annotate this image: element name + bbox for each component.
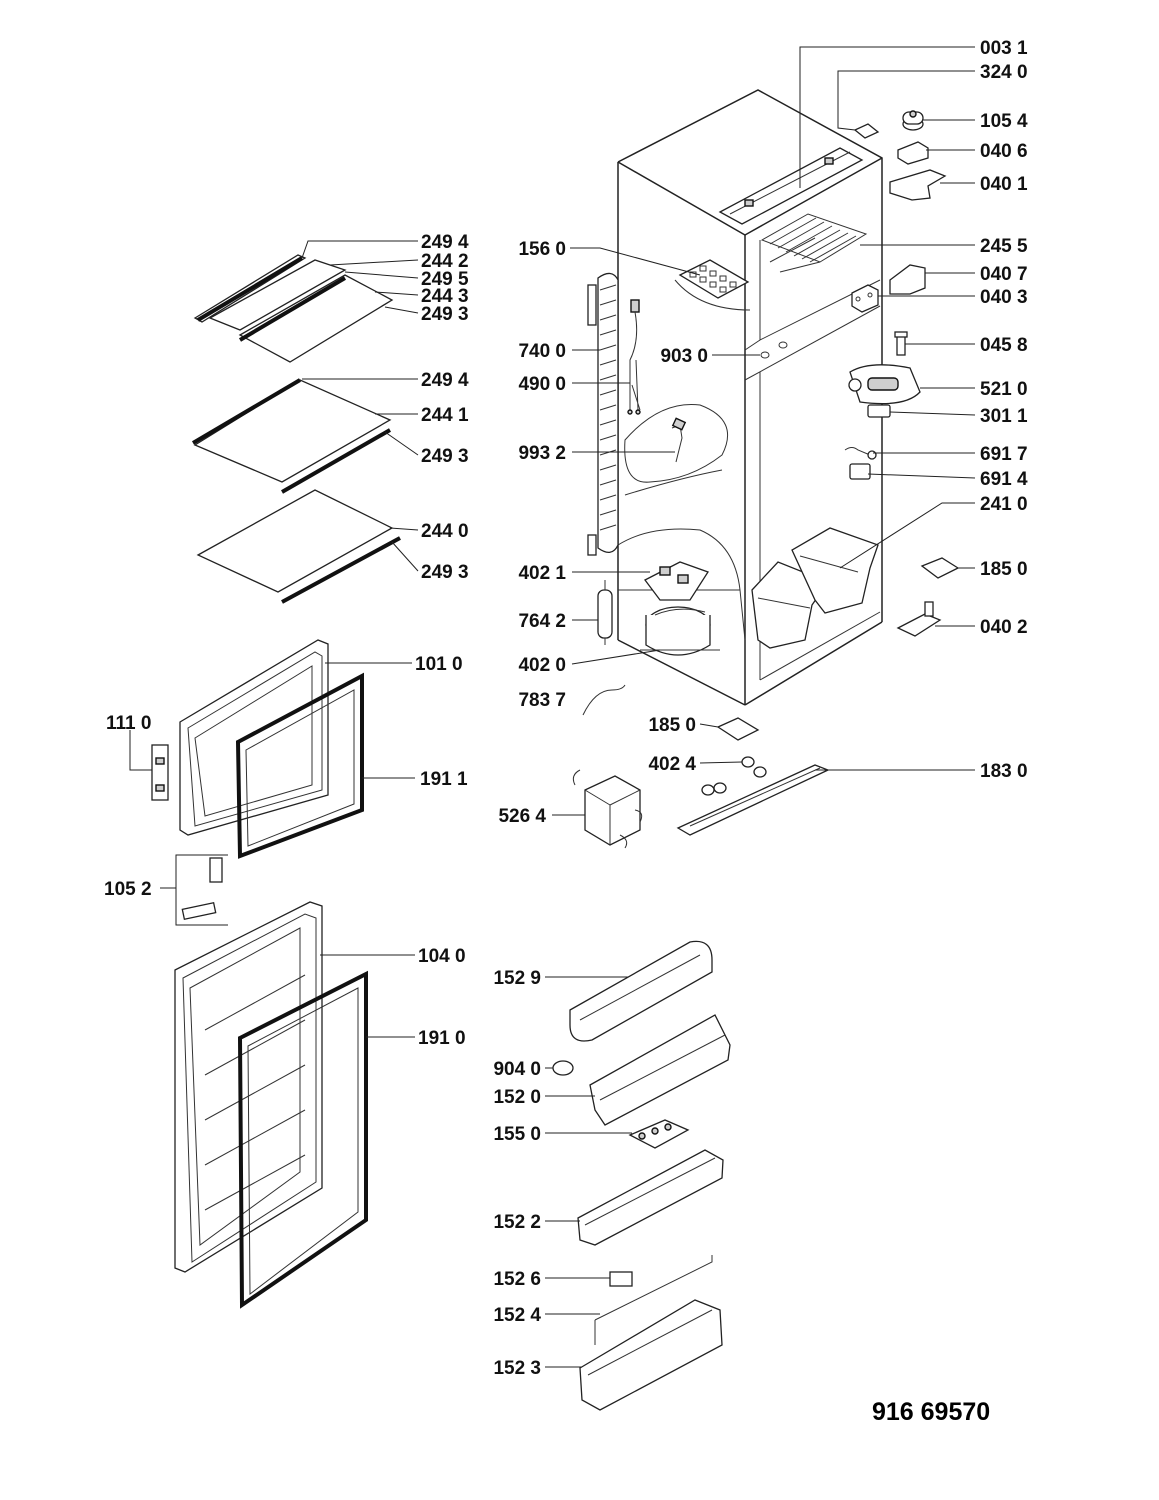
drain-tube	[582, 684, 626, 716]
label-040-6: 040 6	[980, 141, 1028, 162]
label-241-0: 241 0	[980, 494, 1028, 515]
label-045-8: 045 8	[980, 335, 1028, 356]
lamp-cover	[867, 404, 891, 418]
label-764-2: 764 2	[518, 611, 566, 632]
label-691-7: 691 7	[980, 444, 1028, 465]
ice-cube-tray	[674, 259, 751, 311]
hinge-bush	[902, 110, 924, 131]
label-521-0: 521 0	[980, 379, 1028, 400]
label-185-0-center: 185 0	[648, 715, 696, 736]
dairy-cover	[569, 940, 713, 1042]
hinge-cap-324	[853, 123, 880, 139]
label-155-0: 155 0	[493, 1124, 541, 1145]
label-249-4-top: 249 4	[421, 232, 469, 253]
part-labels: 003 1 324 0 105 4 040 6 040 1 245 5 040 …	[104, 38, 1028, 1379]
label-249-4-mid: 249 4	[421, 370, 469, 391]
fridge-door-gasket	[237, 970, 368, 1309]
label-249-3-bottom: 249 3	[421, 562, 469, 583]
shelf-set-freezer	[193, 254, 394, 363]
label-101-0: 101 0	[415, 654, 463, 675]
label-904-0: 904 0	[493, 1059, 541, 1080]
thermostat-probe	[671, 417, 687, 463]
condenser-coil	[587, 272, 619, 556]
label-152-9: 152 9	[493, 968, 541, 989]
door-balcony-1520	[589, 1014, 731, 1126]
label-903-0: 903 0	[660, 346, 708, 367]
freezer-door-handle	[151, 744, 169, 801]
crisper-drawers	[751, 527, 879, 649]
hinge-bracket-407	[889, 264, 926, 295]
label-324-0: 324 0	[980, 62, 1028, 83]
label-105-2: 105 2	[104, 879, 152, 900]
label-152-3: 152 3	[493, 1358, 541, 1379]
egg-tray	[628, 1119, 690, 1149]
label-003-1: 003 1	[980, 38, 1028, 59]
label-691-4: 691 4	[980, 469, 1028, 490]
label-105-4: 105 4	[980, 111, 1028, 132]
label-244-0: 244 0	[421, 521, 469, 542]
label-244-2: 244 2	[421, 251, 469, 272]
label-249-3-top: 249 3	[421, 304, 469, 325]
light-switch	[849, 463, 871, 480]
label-740-0: 740 0	[518, 341, 566, 362]
label-402-4: 402 4	[648, 754, 696, 775]
label-245-5: 245 5	[980, 236, 1028, 257]
label-104-0: 104 0	[418, 946, 466, 967]
label-244-1: 244 1	[421, 405, 469, 426]
label-111-0: 111 0	[106, 713, 151, 734]
top-hinge-bracket-406	[897, 141, 929, 165]
top-hinge-401	[889, 169, 947, 201]
glass-shelf-lower	[196, 489, 401, 604]
refrigerator-cabinet	[617, 89, 883, 706]
label-152-2: 152 2	[493, 1212, 541, 1233]
label-156-0: 156 0	[518, 239, 566, 260]
label-301-1: 301 1	[980, 406, 1028, 427]
freezer-wire-shelf	[760, 213, 868, 273]
relay-box	[572, 769, 643, 849]
bottom-cover-185-right	[920, 557, 960, 579]
leader-lines	[129, 46, 976, 1368]
label-402-0: 402 0	[518, 655, 566, 676]
label-191-1: 191 1	[420, 769, 468, 790]
label-249-3-mid: 249 3	[421, 446, 469, 467]
label-152-4: 152 4	[493, 1305, 541, 1326]
thermostat-housing	[848, 364, 921, 405]
diagram-code: 916 69570	[872, 1398, 990, 1426]
label-249-5: 249 5	[421, 269, 469, 290]
label-185-0-right: 185 0	[980, 559, 1028, 580]
label-993-2: 993 2	[518, 443, 566, 464]
lamp-bulb	[844, 447, 877, 460]
label-183-0: 183 0	[980, 761, 1028, 782]
door-balcony-1522	[577, 1149, 724, 1246]
freezer-door-gasket	[235, 672, 364, 859]
label-040-2: 040 2	[980, 617, 1028, 638]
label-783-7: 783 7	[518, 690, 566, 711]
compressor	[640, 561, 720, 656]
start-capacitor	[597, 580, 613, 645]
bottle-retainer-clip	[609, 1271, 633, 1287]
freezer-door	[179, 639, 329, 836]
label-244-3: 244 3	[421, 286, 469, 307]
cover-knob	[552, 1060, 574, 1076]
rubber-feet	[701, 756, 767, 796]
label-402-1: 402 1	[518, 563, 566, 584]
label-526-4: 526 4	[498, 806, 546, 827]
label-040-1: 040 1	[980, 174, 1028, 195]
bottom-hinge-402	[896, 601, 942, 637]
base-rail	[676, 764, 830, 836]
hinge-parts-1052	[181, 857, 223, 920]
bottom-cover-185-center	[716, 717, 760, 741]
label-490-0: 490 0	[518, 374, 566, 395]
door-balcony-1523	[579, 1299, 723, 1411]
glass-shelf-upper	[191, 378, 392, 494]
label-152-0: 152 0	[493, 1087, 541, 1108]
label-040-7: 040 7	[980, 264, 1028, 285]
bottle-retainer-bar	[594, 1255, 713, 1345]
hinge-pin	[894, 331, 908, 356]
label-040-3: 040 3	[980, 287, 1028, 308]
power-cord	[627, 299, 641, 415]
label-152-6: 152 6	[493, 1269, 541, 1290]
label-191-0: 191 0	[418, 1028, 466, 1049]
